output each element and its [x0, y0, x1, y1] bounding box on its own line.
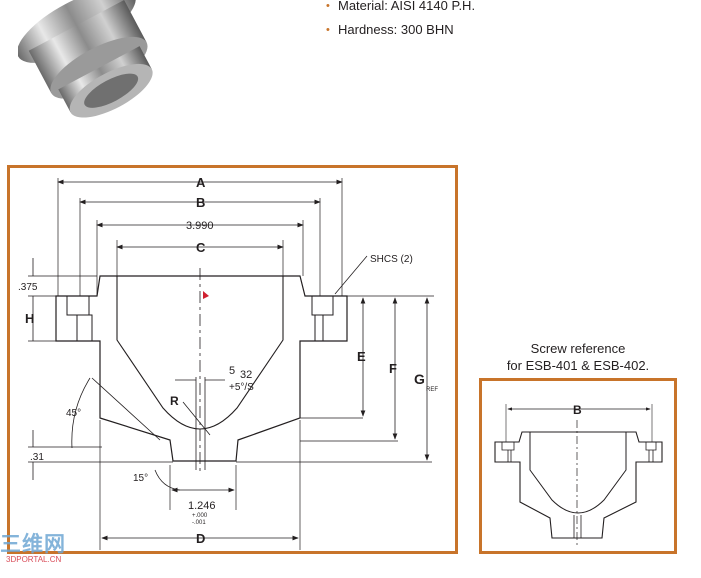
slot-tolerance-label: +5°/S — [229, 382, 254, 393]
spec-list: Material: AISI 4140 P.H. Hardness: 300 B… — [326, 0, 475, 45]
main-drawing-frame: A B 3.990 C .375 H SHCS (2) E F G REF 5 … — [7, 165, 458, 554]
ref-part-outline — [494, 431, 663, 539]
angle-45-label: 45° — [66, 408, 81, 419]
slot-width-denominator: 32 — [240, 369, 252, 381]
dim-h-label: H — [25, 311, 34, 326]
watermark-logo: 三维网 — [0, 533, 66, 556]
main-technical-drawing: A B 3.990 C .375 H SHCS (2) E F G REF 5 … — [18, 175, 438, 550]
reference-caption-line1: Screw reference — [530, 341, 626, 356]
shcs-label: SHCS (2) — [370, 254, 413, 265]
dim-c-label: C — [196, 240, 206, 255]
spec-hardness: Hardness: 300 BHN — [326, 21, 475, 45]
spec-material: Material: AISI 4140 P.H. — [326, 0, 475, 21]
reference-technical-drawing: B — [494, 403, 663, 545]
reference-drawing-frame: B — [479, 378, 677, 554]
dim-b-label: B — [196, 195, 205, 210]
dim-a-label: A — [196, 175, 206, 190]
dim-r-label: R — [170, 394, 179, 408]
tol-plus-label: +.000 — [192, 513, 208, 519]
dim-e-label: E — [357, 349, 366, 364]
dim-g-ref-label: REF — [426, 387, 438, 393]
dim-g-label: G — [414, 371, 425, 387]
right-counterbore — [311, 296, 334, 341]
product-photo — [18, 0, 153, 118]
ref-dim-b-label: B — [573, 403, 582, 417]
red-center-marker — [203, 291, 209, 299]
dim-375-label: .375 — [18, 282, 38, 293]
slot-width-numerator: 5 — [229, 365, 235, 377]
dim-31-label: .31 — [30, 452, 44, 463]
angle-15-label: 15° — [133, 473, 148, 484]
watermark-subtext: 3DPORTAL.CN — [6, 555, 62, 564]
reference-caption-line2: for ESB-401 & ESB-402. — [506, 358, 650, 373]
tol-minus-label: -.001 — [192, 520, 206, 526]
dim-3990-label: 3.990 — [186, 220, 214, 232]
reference-caption: Screw reference for ESB-401 & ESB-402. — [479, 340, 677, 374]
dim-f-label: F — [389, 361, 397, 376]
dim-d-label: D — [196, 531, 205, 546]
dim-1246-label: 1.246 — [188, 500, 216, 512]
left-counterbore — [66, 296, 93, 341]
